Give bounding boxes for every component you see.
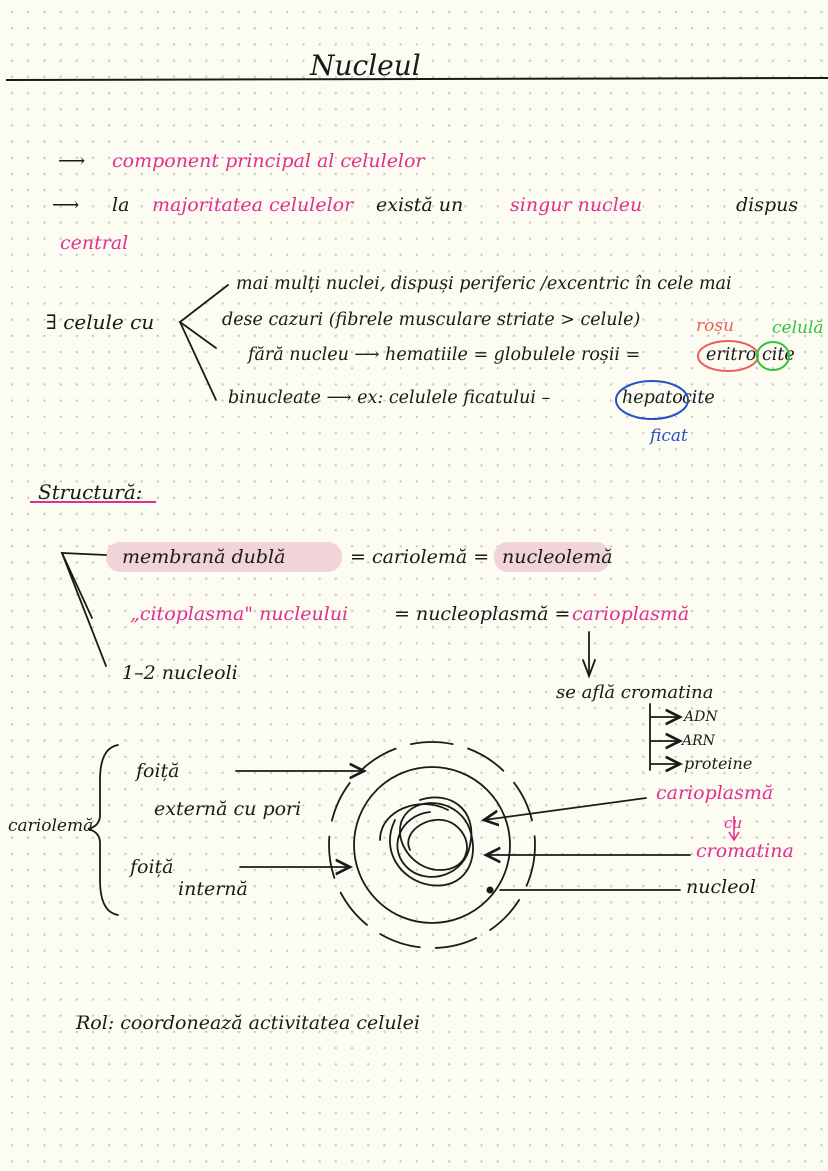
bullet-arrow-2: ⟶ — [52, 194, 80, 216]
foita-1: foiță — [136, 760, 180, 782]
hepato-suffix: cite — [682, 388, 715, 408]
nucleolema: nucleolemă — [502, 546, 613, 568]
bullet-2-d: singur nucleu — [510, 194, 643, 216]
citoplasma-nucleului: „citoplasma" nucleului — [130, 603, 349, 625]
interna: internă — [178, 878, 248, 900]
bullet-2-f: central — [60, 232, 129, 254]
structura-heading: Structură: — [38, 480, 143, 504]
cu-label: cu — [724, 814, 743, 832]
bullet-2-e: dispus — [736, 194, 799, 216]
cariolema-label: cariolemă — [8, 816, 94, 836]
nucleol-label: nucleol — [686, 876, 756, 898]
nucleoli: 1–2 nucleoli — [122, 662, 238, 684]
se-afla-cromatina: se află cromatina — [556, 682, 714, 703]
carioplasma-label: carioplasmă — [656, 782, 774, 804]
bullet-2-a: la — [112, 194, 130, 216]
bullet-2-b: majoritatea celulelor — [152, 194, 354, 216]
membrana-dubla: membrană dublă — [122, 546, 286, 568]
celula-note: celulă — [772, 318, 824, 338]
eritro-circled: eritro — [706, 345, 757, 365]
cells-line-2: dese cazuri (fibrele musculare striate >… — [222, 310, 641, 330]
hepato-circled: hepato — [622, 388, 683, 408]
highlight-membrana — [106, 542, 342, 572]
cariolema-eq: = cariolemă = — [350, 546, 490, 568]
arn-label: ARN — [682, 733, 715, 749]
bullet-1: component principal al celulelor — [112, 150, 425, 172]
cells-line-4: binucleate ⟶ ex: celulele ficatului – — [228, 388, 551, 408]
externa-cu-pori: externă cu pori — [154, 798, 302, 820]
highlight-nucleolema — [494, 542, 610, 572]
cells-line-1: mai mulți nuclei, dispuși periferic /exc… — [236, 274, 732, 294]
rol-text: Rol: coordonează activitatea celulei — [76, 1012, 420, 1034]
carioplasma: carioplasmă — [572, 603, 690, 625]
nucleoplasma-eq: = nucleoplasmă = — [394, 603, 571, 625]
rosu-note: roșu — [696, 316, 735, 336]
bullet-arrow-1: ⟶ — [58, 150, 86, 172]
cells-line-3: fără nucleu ⟶ hematiile = globulele roși… — [248, 345, 641, 365]
page-title: Nucleul — [310, 49, 421, 82]
foita-2: foiță — [130, 856, 174, 878]
adn-label: ADN — [684, 709, 718, 725]
bullet-2-c: există un — [376, 194, 464, 216]
ficat-note: ficat — [650, 426, 688, 446]
proteine-label: proteine — [684, 754, 753, 773]
cells-label: ∃ celule cu — [46, 310, 155, 334]
cromatina-label: cromatina — [696, 840, 794, 862]
cite-circled: cite — [762, 345, 795, 365]
